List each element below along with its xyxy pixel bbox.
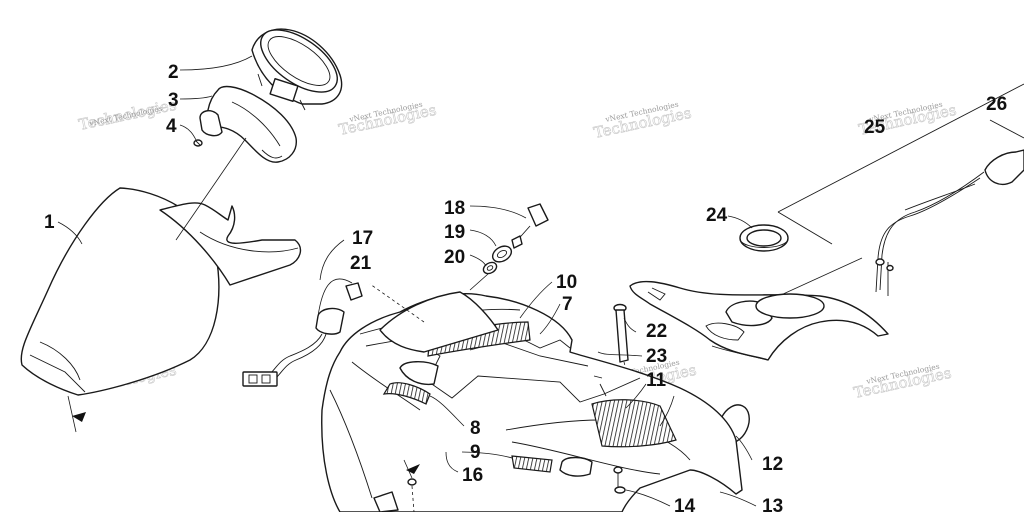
tank-cap-gasket [739,224,789,252]
direction-line-left [67,395,77,433]
callout-4: 4 [166,116,177,137]
callout-16: 16 [462,465,483,486]
callout-8: 8 [470,418,481,439]
front-tread-pad [591,399,677,448]
center-hood-panel [369,283,499,353]
callout-18: 18 [444,198,465,219]
callouts: 1 2 3 4 7 8 9 10 11 12 13 14 16 17 18 19… [44,62,1007,512]
callout-22: 22 [646,321,667,342]
front-pad-slot [399,361,439,386]
callout-7: 7 [562,294,573,315]
direction-line-center [403,459,413,479]
switch-nut [482,261,498,275]
callout-21: 21 [350,253,372,274]
callout-9: 9 [470,442,481,463]
leader-lines [57,55,757,507]
ignition-key [511,203,549,249]
callout-10: 10 [556,272,577,293]
headlight-pod [20,187,302,396]
callout-25: 25 [864,117,886,138]
ignition-switch [491,245,513,263]
screw-pin [613,303,635,401]
callout-23: 23 [646,346,667,367]
step-pad-slot [559,456,593,477]
speedometer-gauge [251,28,343,111]
fuel-tank-cover [629,280,889,361]
callout-11: 11 [646,370,667,391]
callout-13: 13 [762,496,783,512]
callout-1: 1 [44,212,55,233]
callout-12: 12 [762,454,783,475]
gauge-bracket [199,85,297,163]
center-tread-pad [382,382,431,405]
callout-17: 17 [352,228,373,249]
callout-26: 26 [986,94,1007,115]
step-pad [511,455,553,473]
callout-14: 14 [674,496,696,512]
grommet-small [407,478,417,512]
throttle-cable [769,83,1024,301]
callout-3: 3 [168,90,179,111]
panel-screw [613,466,626,494]
callout-24: 24 [706,205,728,226]
callout-2: 2 [168,62,179,83]
callout-20: 20 [444,247,465,268]
direction-arrow-left [72,412,86,422]
wiring-harness [242,278,363,387]
assembly-line-key [469,273,489,291]
callout-19: 19 [444,222,465,243]
assembly-line-gauge [175,137,247,241]
bracket-screw [193,139,203,147]
